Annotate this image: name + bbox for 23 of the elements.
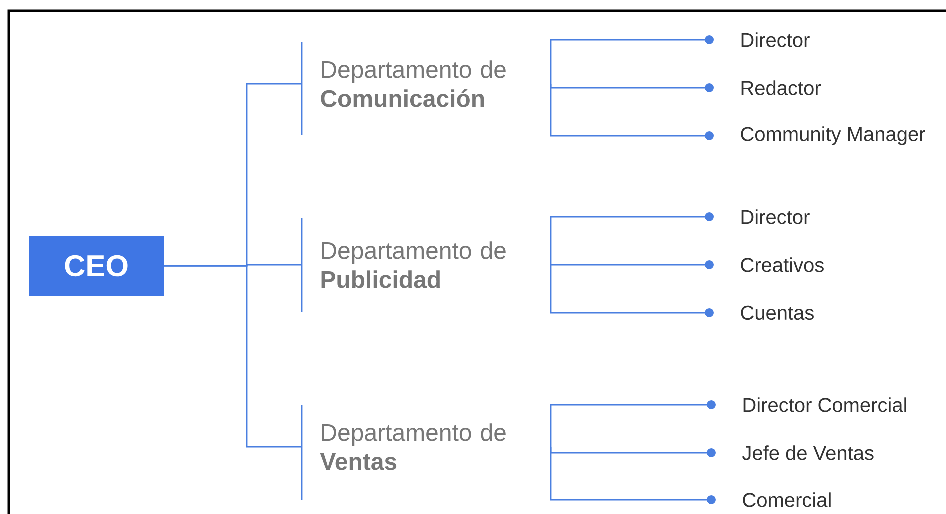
connector-line: [550, 400, 716, 447]
connector-line: [550, 447, 716, 504]
connector-line: [164, 265, 302, 448]
connector-line: [550, 84, 714, 140]
role-label: Cuentas: [741, 306, 814, 320]
department-label: Departamento de Comunicación: [301, 42, 506, 135]
role-label: Comercial: [743, 492, 831, 508]
role-label: Director: [742, 32, 810, 48]
connector-line: [550, 36, 714, 84]
ceo-box: CEO: [29, 236, 164, 296]
role-label: Creativos: [741, 258, 824, 272]
role-label: Director: [742, 210, 810, 224]
connector-line: [550, 84, 714, 92]
connector-line: [550, 265, 714, 318]
department-label: Departamento de Publicidad: [301, 218, 506, 312]
connector-line: [550, 447, 716, 458]
role-label: Community Manager: [741, 126, 926, 146]
role-label: Director Comercial: [744, 398, 906, 412]
department-label: Departamento de Ventas: [301, 405, 506, 500]
role-label: Redactor: [742, 80, 821, 96]
connector-line: [550, 212, 714, 265]
connector-line: [551, 260, 714, 270]
role-label: Jefe de Ventas: [742, 446, 874, 460]
